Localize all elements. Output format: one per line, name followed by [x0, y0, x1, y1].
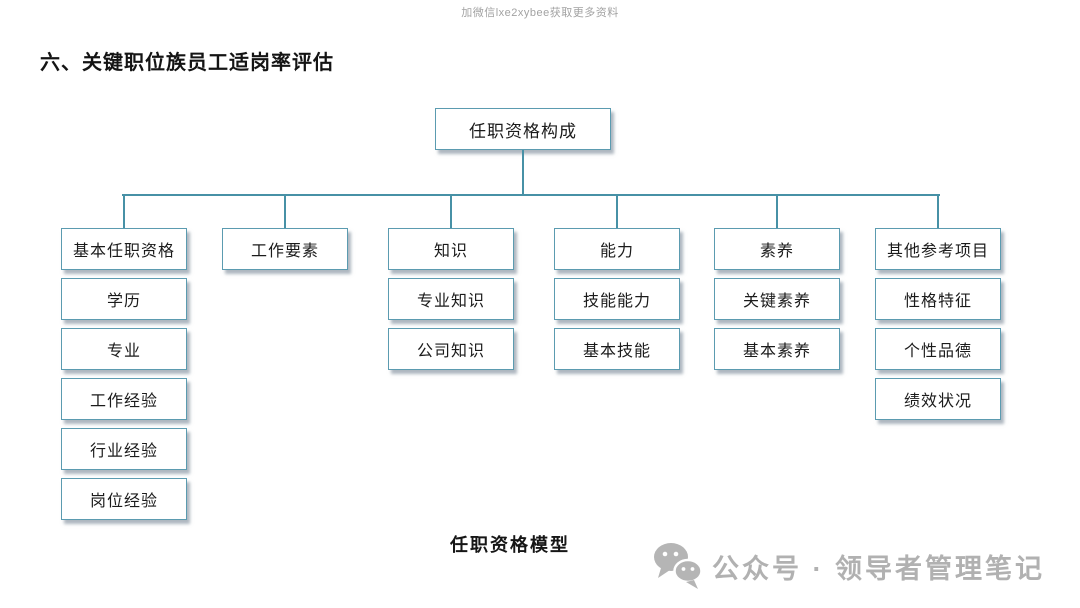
node-qualification-composition: 任职资格构成 [435, 108, 611, 150]
diagram-caption: 任职资格模型 [450, 535, 570, 555]
node-other-reference-items: 其他参考项目 [875, 228, 1001, 270]
node-basic-quality: 基本素养 [714, 328, 840, 370]
connector-drop-5 [776, 194, 778, 228]
node-company-knowledge: 公司知识 [388, 328, 514, 370]
node-personality-traits: 性格特征 [875, 278, 1001, 320]
node-professional-knowledge: 专业知识 [388, 278, 514, 320]
connector-drop-4 [616, 194, 618, 228]
node-basic-qualifications: 基本任职资格 [61, 228, 187, 270]
branch-quality: 素养 关键素养 基本素养 [714, 228, 840, 378]
node-basic-skills: 基本技能 [554, 328, 680, 370]
branch-ability: 能力 技能能力 基本技能 [554, 228, 680, 378]
connector-drop-2 [284, 194, 286, 228]
connector-root-stem [522, 150, 524, 194]
node-ability: 能力 [554, 228, 680, 270]
branch-basic-qualifications: 基本任职资格 学历 专业 工作经验 行业经验 岗位经验 [61, 228, 187, 528]
node-work-experience: 工作经验 [61, 378, 187, 420]
branch-other-reference: 其他参考项目 性格特征 个性品德 绩效状况 [875, 228, 1001, 428]
node-education: 学历 [61, 278, 187, 320]
connector-drop-1 [123, 194, 125, 228]
node-quality: 素养 [714, 228, 840, 270]
watermark-text: 加微信lxe2xybee获取更多资料 [461, 7, 619, 19]
connector-drop-6 [937, 194, 939, 228]
node-position-experience: 岗位经验 [61, 478, 187, 520]
node-major: 专业 [61, 328, 187, 370]
node-key-quality: 关键素养 [714, 278, 840, 320]
node-personal-character: 个性品德 [875, 328, 1001, 370]
node-industry-experience: 行业经验 [61, 428, 187, 470]
footer-branding: 公众号 · 领导者管理笔记 [650, 538, 1045, 594]
page-title: 六、关键职位族员工适岗率评估 [40, 52, 334, 74]
connector-horizontal [122, 194, 940, 196]
footer-account-text: 公众号 · 领导者管理笔记 [712, 553, 1045, 584]
node-knowledge: 知识 [388, 228, 514, 270]
wechat-icon [650, 538, 706, 594]
branch-knowledge: 知识 专业知识 公司知识 [388, 228, 514, 378]
node-skill-ability: 技能能力 [554, 278, 680, 320]
node-performance-status: 绩效状况 [875, 378, 1001, 420]
connector-drop-3 [450, 194, 452, 228]
node-job-factors: 工作要素 [222, 228, 348, 270]
branch-job-factors: 工作要素 [222, 228, 348, 278]
